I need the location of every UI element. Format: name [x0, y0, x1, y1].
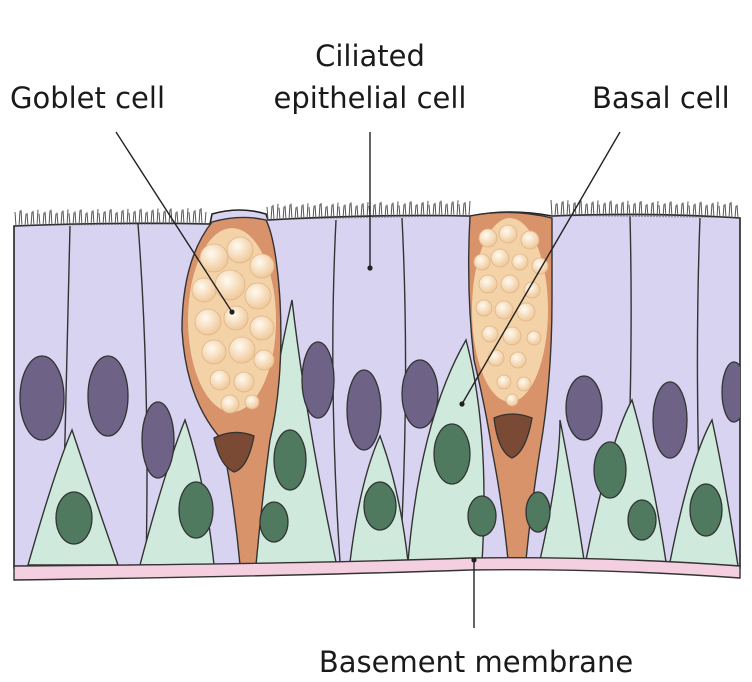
tissue-block: [13, 199, 741, 569]
nucleus: [689, 483, 723, 537]
goblet-cell-left: [181, 216, 282, 566]
ciliated-cell-label-line1: Ciliated: [315, 39, 425, 73]
nucleus: [652, 381, 688, 459]
nucleus: [87, 355, 129, 437]
ciliated-cell-label-line2: epithelial cell: [274, 81, 467, 115]
nucleus: [593, 441, 627, 499]
basal-cell-leader: [461, 131, 621, 405]
goblet-nucleus: [213, 431, 255, 473]
basal-nuclei: [55, 423, 723, 545]
goblet-cell-leader: [115, 131, 233, 313]
goblet-granules: [191, 236, 275, 414]
nucleus: [55, 491, 93, 545]
nucleus: [178, 481, 214, 539]
nucleus: [363, 481, 397, 531]
nucleus: [273, 429, 307, 491]
nucleus: [141, 401, 175, 479]
goblet-cell-label: Goblet cell: [10, 81, 165, 115]
nucleus: [346, 369, 382, 451]
nucleus: [259, 501, 289, 543]
basement-membrane: [13, 556, 741, 581]
basement-membrane-label: Basement membrane: [319, 645, 633, 679]
nucleus: [433, 423, 471, 485]
basal-cell: [539, 419, 585, 561]
ciliated-nuclei: [19, 341, 740, 479]
cilia: [14, 199, 739, 227]
goblet-nucleus: [493, 413, 533, 459]
nucleus: [19, 355, 65, 441]
nucleus: [565, 375, 603, 441]
nucleus: [627, 499, 657, 541]
goblet-granules: [473, 224, 549, 407]
nucleus: [525, 491, 551, 533]
nucleus: [401, 359, 439, 429]
leader-lines: [115, 131, 621, 628]
nucleus: [301, 341, 335, 419]
leader-dots: [229, 265, 477, 563]
nucleus: [721, 361, 740, 423]
basal-cell-label: Basal cell: [592, 81, 730, 115]
nucleus: [467, 495, 497, 537]
goblet-cell-right: [467, 211, 553, 561]
